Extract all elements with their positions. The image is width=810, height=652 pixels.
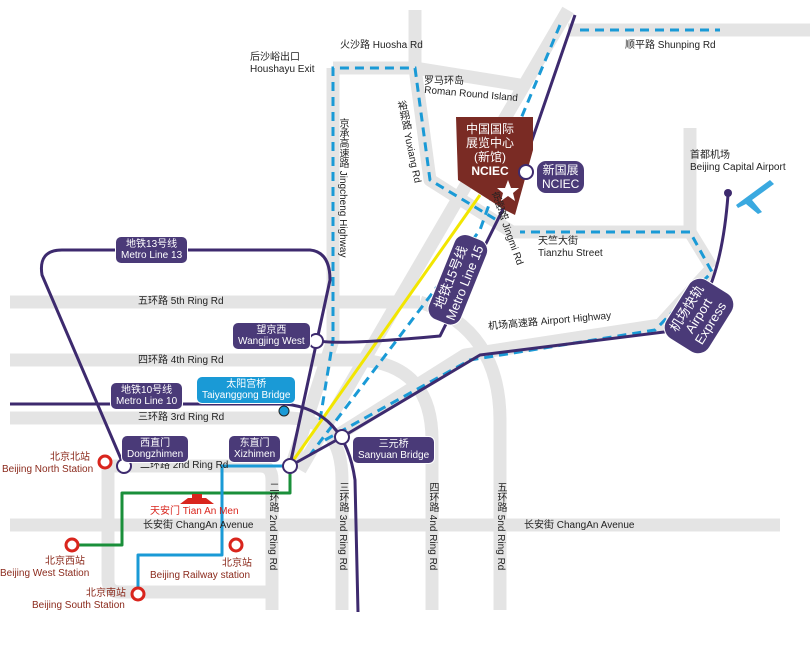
venue-label: 中国国际 展览中心 (新馆) NCIEC (466, 122, 514, 178)
label-south-station-cn: 北京南站 (86, 588, 126, 599)
tiananmen-icon (180, 494, 214, 504)
rail-icon-south (130, 586, 146, 602)
rail-icon-west (64, 537, 80, 553)
label-west-station-cn: 北京西站 (45, 556, 85, 567)
line-13-cn: 地铁13号线 (126, 239, 178, 250)
station-nciec-en: NCIEC (542, 177, 580, 191)
station-dongzhimen-cn: 西直门 (140, 438, 171, 449)
label-railway-station-en: Beijing Railway station (150, 570, 251, 581)
line-10-en: Metro Line 10 (116, 396, 178, 407)
station-marker-sanyuan[interactable] (334, 429, 350, 445)
road-houshayu (333, 10, 422, 75)
venue-cn2: 展览中心 (466, 136, 515, 150)
label-north-station-cn: 北京北站 (50, 452, 90, 463)
label-west-station-en: Beijing West Station (0, 568, 90, 579)
label-railway-station-cn: 北京站 (222, 558, 252, 569)
taiyanggong-marker[interactable] (278, 405, 290, 417)
station-taiyanggong-cn: 太阳宫桥 (226, 379, 267, 390)
station-marker-xizhimen[interactable] (282, 458, 298, 474)
road-2nd-ring (101, 459, 279, 610)
label-shunping-rd: 顺平路 Shunping Rd (625, 40, 716, 51)
label-jingcheng-hwy: 京承高速路 Jingcheng Highway (337, 118, 348, 258)
label-houshayu-en: Houshayu Exit (250, 64, 315, 75)
station-xizhimen-en: Xizhimen (234, 449, 276, 460)
line-blue (136, 464, 290, 590)
route-jingcheng (318, 66, 501, 421)
station-sanyuan-en: Sanyuan Bridge (358, 450, 430, 461)
label-2nd-ring-v: 二环路 2nd Ring Rd (267, 482, 278, 571)
label-airport-en: Beijing Capital Airport (690, 162, 786, 173)
airport-terminal-dot (724, 189, 732, 197)
station-wangjing-en: Wangjing West (238, 336, 305, 347)
station-nciec-cn: 新国展 (542, 163, 579, 177)
label-tiananmen: 天安门 Tian An Men (150, 506, 239, 517)
label-north-station-en: Beijing North Station (2, 464, 94, 475)
label-3rd-ring-v: 三环路 3nd Ring Rd (337, 482, 348, 571)
label-huosha-rd: 火沙路 Huosha Rd (340, 40, 423, 51)
label-4th-ring-v: 四环路 4nd Ring Rd (427, 482, 438, 571)
label-2nd-ring: 二环路 2nd Ring Rd (140, 460, 229, 471)
label-changan-left: 长安街 ChangAn Avenue (143, 520, 254, 531)
road-airport-hwy (326, 263, 717, 446)
label-3rd-ring: 三环路 3rd Ring Rd (138, 412, 225, 423)
line-yellow (288, 194, 482, 466)
star-icon (497, 180, 519, 201)
label-5th-ring-v: 五环路 5nd Ring Rd (495, 482, 506, 571)
station-xizhimen-cn: 东直门 (239, 438, 270, 449)
venue-cn1: 中国国际 (466, 122, 515, 136)
label-houshayu-cn: 后沙峪出口 (250, 52, 300, 63)
station-marker-nciec[interactable] (518, 164, 534, 180)
label-roman-cn: 罗马环岛 (424, 76, 464, 87)
road-roman (413, 61, 522, 92)
label-airport-cn: 首都机场 (690, 150, 730, 161)
line-green (72, 465, 292, 547)
label-4th-ring: 四环路 4th Ring Rd (138, 355, 224, 366)
label-tianzhu-cn: 天竺大街 (538, 236, 578, 247)
station-sanyuan-cn: 三元桥 (378, 439, 409, 450)
venue-cn3: (新馆) (474, 150, 506, 164)
label-5th-ring: 五环路 5th Ring Rd (138, 296, 224, 307)
station-dongzhimen-en: Dongzhimen (127, 449, 184, 460)
airplane-icon (736, 180, 774, 214)
label-changan-right: 长安街 ChangAn Avenue (524, 520, 635, 531)
line-10-cn: 地铁10号线 (121, 385, 173, 396)
station-taiyanggong-en: Taiyanggong Bridge (202, 390, 291, 401)
rail-icon-north (97, 454, 113, 470)
station-markers (116, 164, 534, 474)
label-tianzhu-en: Tianzhu Street (538, 248, 603, 259)
station-wangjing-cn: 望京西 (256, 325, 287, 336)
road-jingmi (294, 6, 574, 474)
station-marker-wangjing[interactable] (308, 333, 324, 349)
venue-en: NCIEC (471, 164, 509, 178)
rail-icon-railway (228, 537, 244, 553)
label-south-station-en: Beijing South Station (32, 600, 125, 611)
line-13-en: Metro Line 13 (121, 250, 183, 261)
rail-station-icons (64, 454, 244, 602)
line-10 (10, 402, 360, 613)
